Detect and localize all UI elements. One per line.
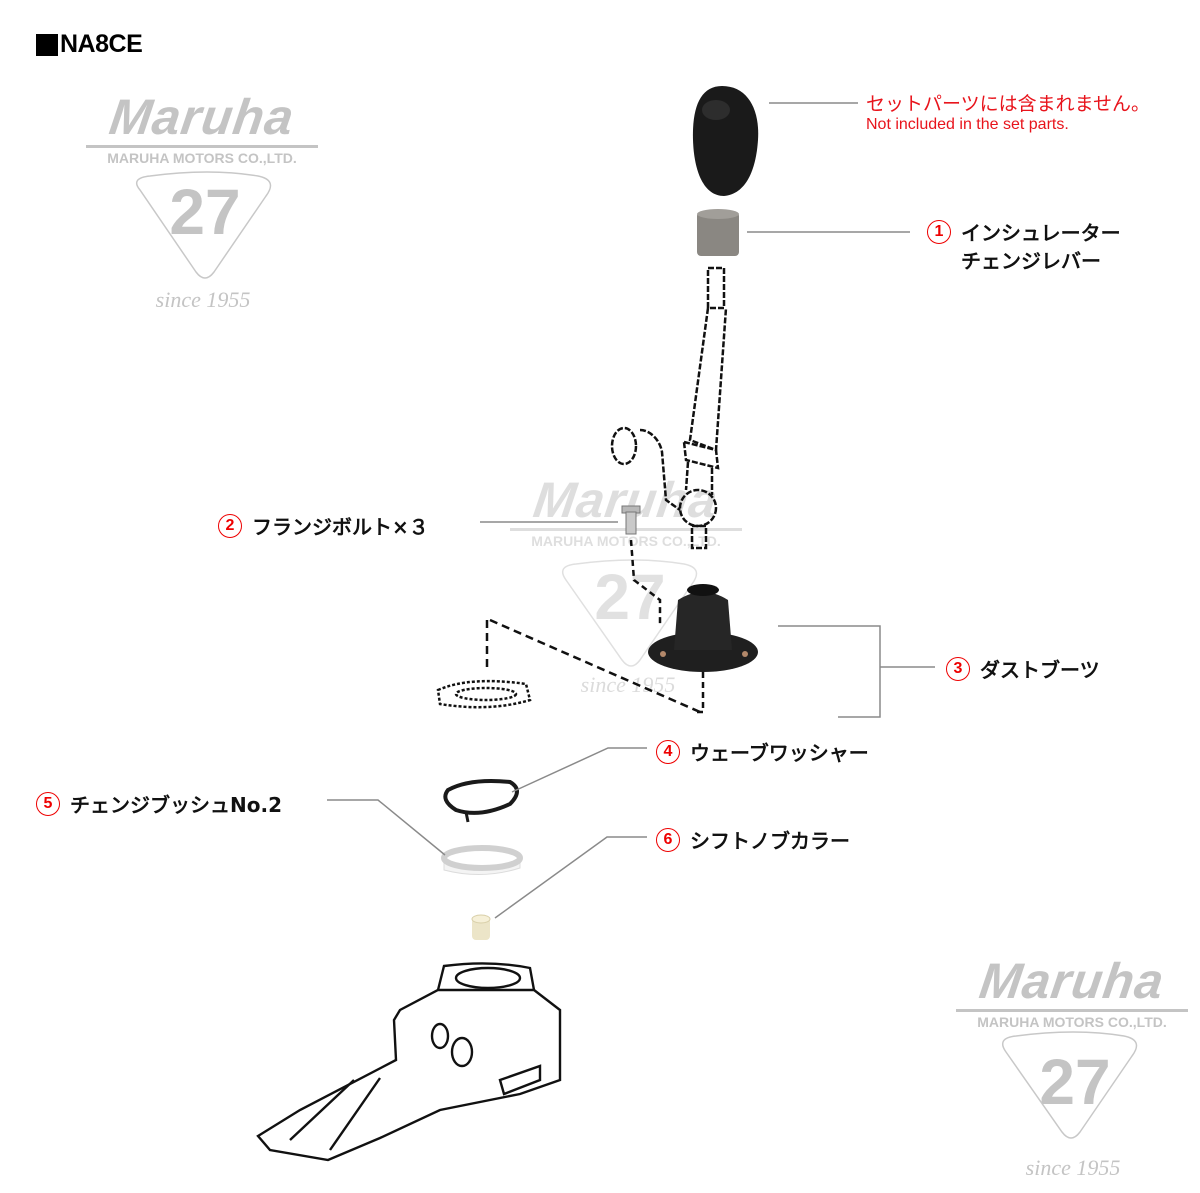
wave-washer <box>443 779 519 823</box>
model-code: NA8CE <box>60 30 143 58</box>
part-label-2: 2 フランジボルト×３ <box>218 511 429 540</box>
not-included-note: セットパーツには含まれません。 Not included in the set … <box>866 92 1150 134</box>
watermark-logo-top: Maruha MARUHA MOTORS CO.,LTD. <box>86 89 318 166</box>
part-number-badge: 5 <box>36 791 60 816</box>
change-bush <box>441 845 523 876</box>
logo-since-top: since 1955 <box>155 287 251 312</box>
insulator <box>697 209 739 256</box>
part-number-badge: 1 <box>927 220 951 244</box>
part-number-badge: 3 <box>946 656 970 681</box>
change-lever <box>610 266 728 550</box>
shift-knob <box>692 86 759 196</box>
part-number-badge: 6 <box>656 827 680 852</box>
part-label-1: 1 インシュレーター チェンジレバー <box>927 220 1121 276</box>
part-label-5: 5 チェンジブッシュNo.2 <box>36 789 282 818</box>
logo-since-center: since 1955 <box>580 672 676 697</box>
logo-number-top: 27 <box>169 176 241 248</box>
logo-company: MARUHA MOTORS CO.,LTD. <box>107 150 297 166</box>
logo-number-center: 27 <box>594 561 666 633</box>
part-name: ダストブーツ <box>980 658 1100 682</box>
part-name: チェンジブッシュNo.2 <box>70 793 282 817</box>
part-name: ウェーブワッシャー <box>690 741 869 765</box>
note-en: Not included in the set parts. <box>866 116 1069 133</box>
part-label-6: 6 シフトノブカラー <box>656 825 850 854</box>
part-name: フランジボルト×３ <box>252 515 429 539</box>
part-name-secondary: チェンジレバー <box>961 249 1101 273</box>
logo-company: MARUHA MOTORS CO.,LTD. <box>977 1014 1167 1030</box>
logo-since-bottom: since 1955 <box>1025 1155 1121 1180</box>
square-bullet-icon <box>36 33 58 56</box>
part-number-badge: 2 <box>218 513 242 538</box>
gasket <box>436 679 532 709</box>
part-label-3: 3 ダストブーツ <box>946 654 1100 683</box>
leader-lines <box>327 102 935 919</box>
dust-boot <box>648 584 758 672</box>
flange-bolt <box>621 505 641 535</box>
logo-company: MARUHA MOTORS CO.,LTD. <box>531 533 721 549</box>
part-label-4: 4 ウェーブワッシャー <box>656 737 869 766</box>
logo-rule <box>86 145 318 148</box>
part-name: シフトノブカラー <box>690 829 850 853</box>
logo-rule <box>956 1009 1188 1012</box>
shift-knob-collar <box>471 914 491 940</box>
lever-housing <box>256 962 562 1162</box>
part-name: インシュレーター <box>961 221 1121 245</box>
note-jp: セットパーツには含まれません。 <box>866 93 1151 115</box>
watermark-logo-bottom: Maruha MARUHA MOTORS CO.,LTD. <box>956 953 1188 1030</box>
page-title: NA8CE <box>36 30 143 59</box>
part-number-badge: 4 <box>656 739 680 764</box>
